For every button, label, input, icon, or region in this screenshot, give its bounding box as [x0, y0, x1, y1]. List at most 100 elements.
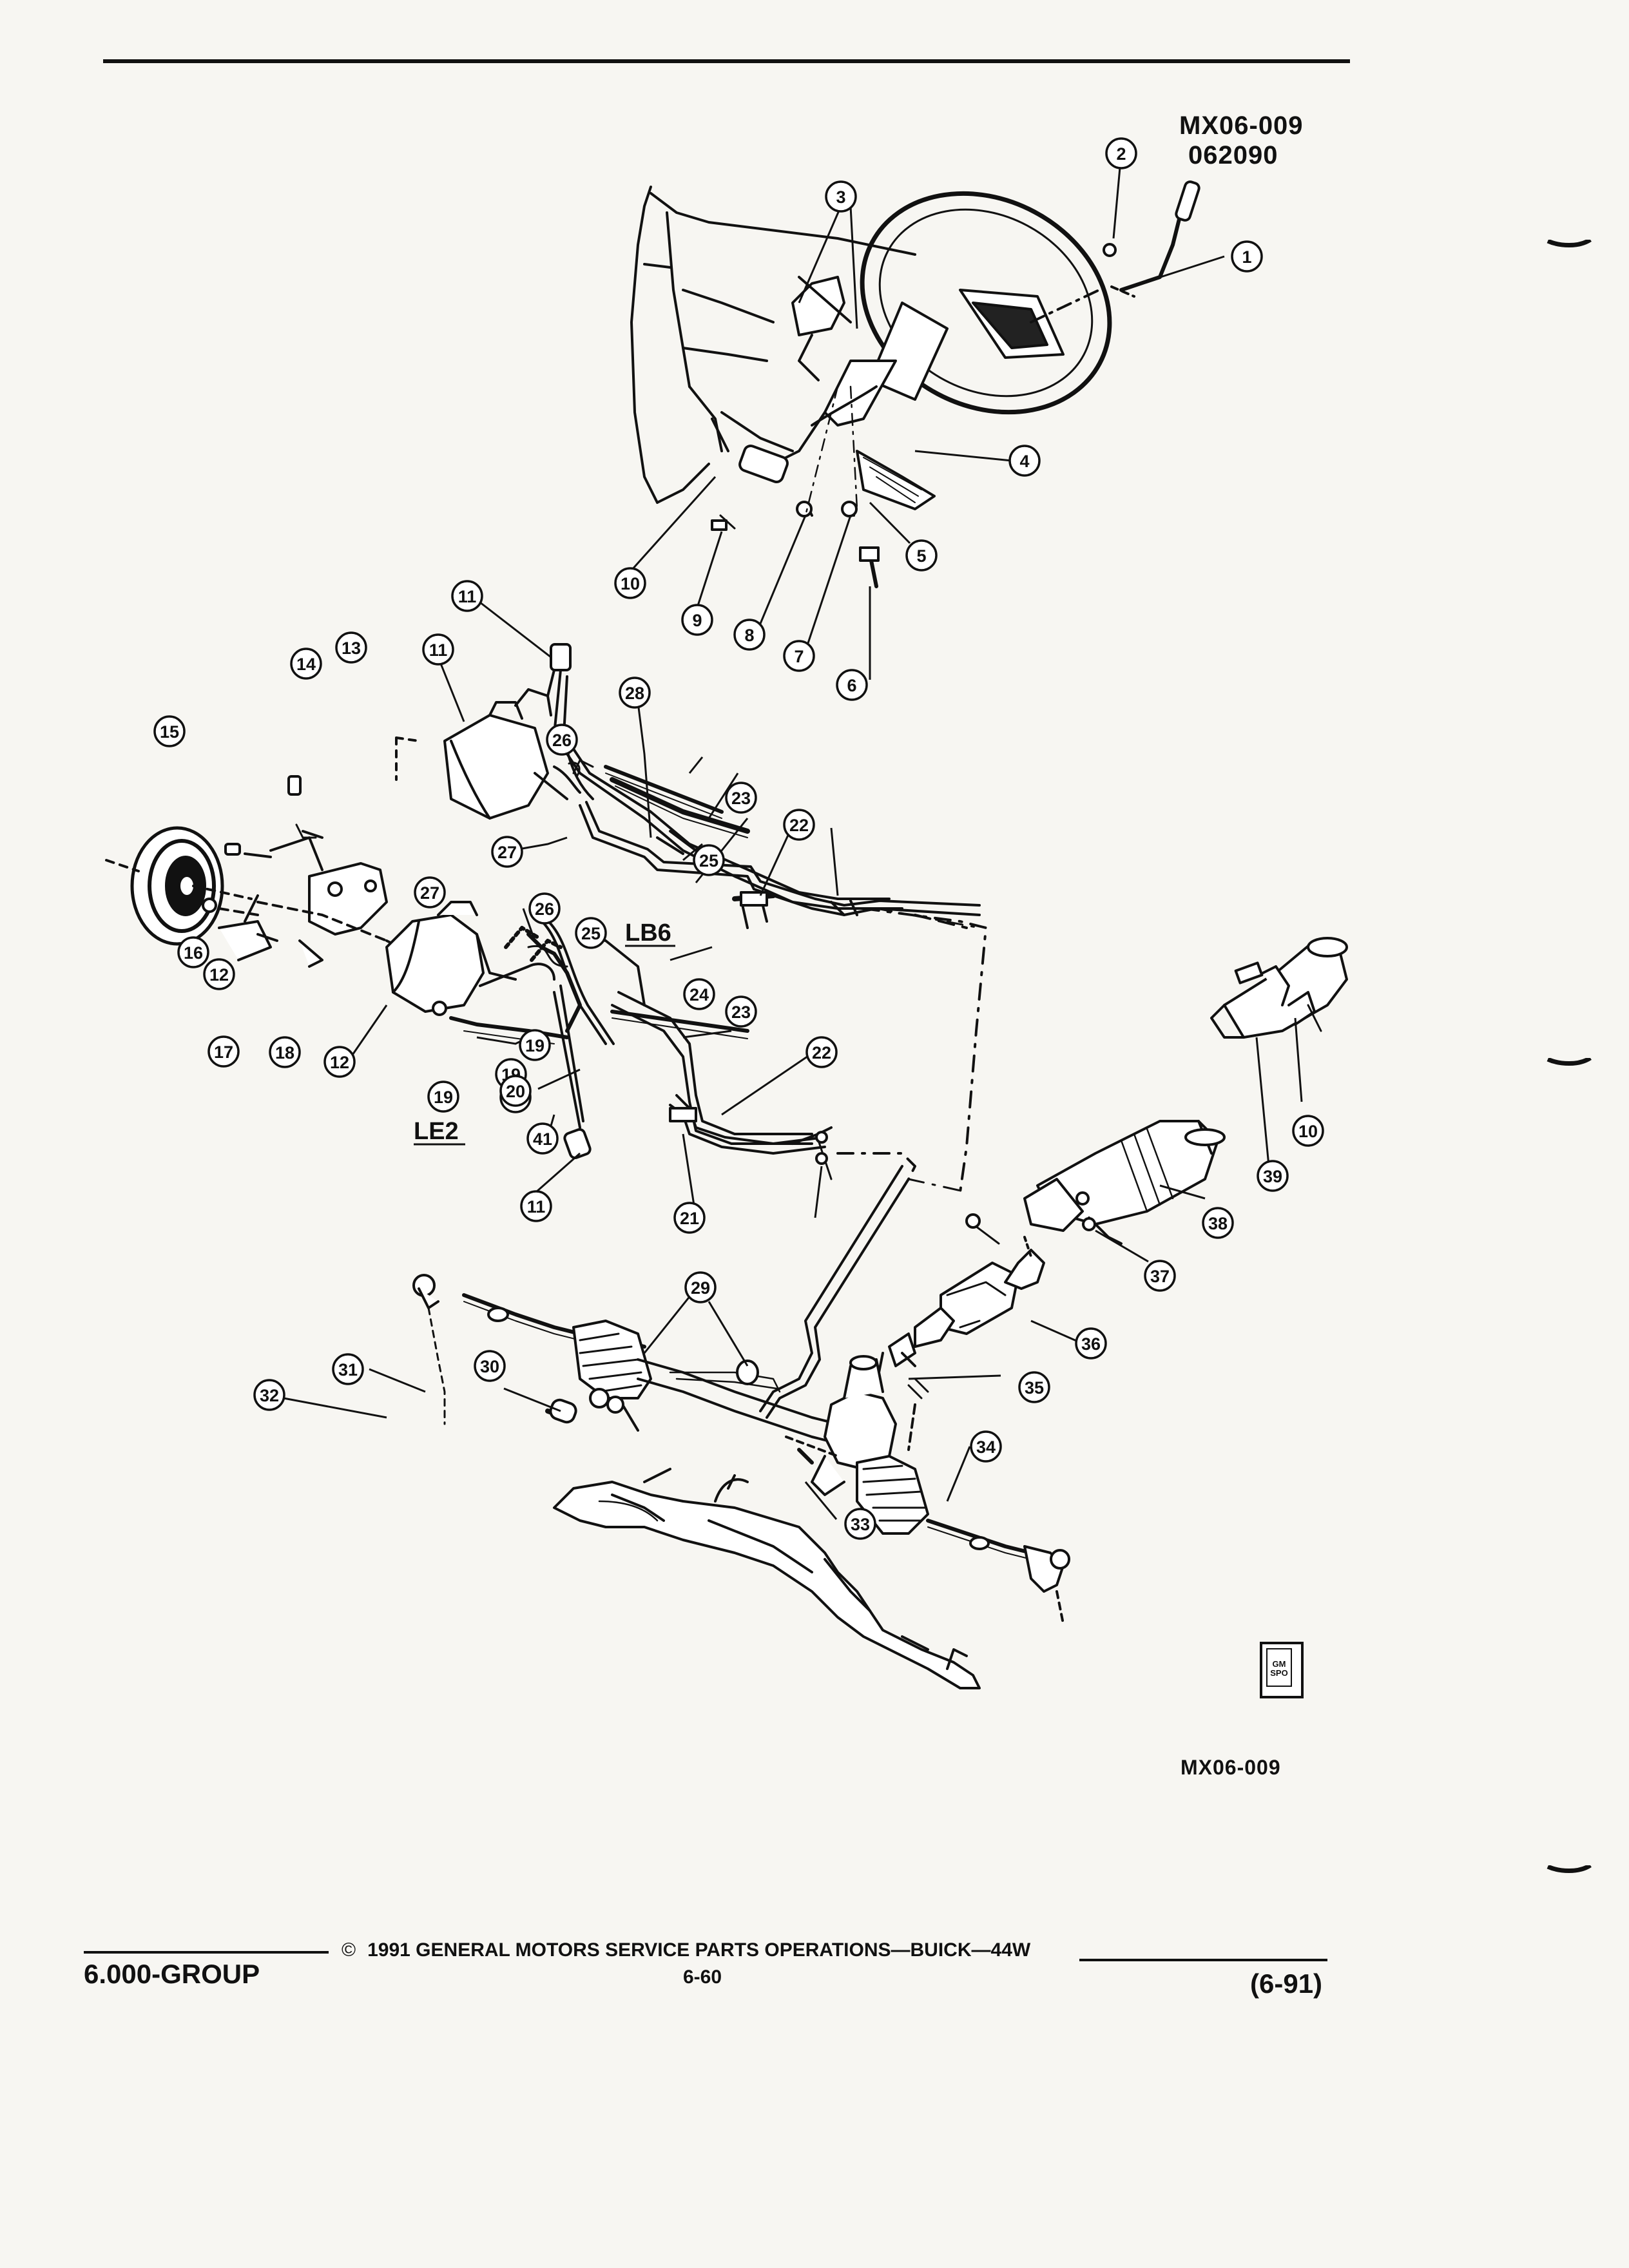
callout-34: 34: [970, 1430, 1002, 1463]
svg-text:19: 19: [434, 1088, 453, 1107]
callout-1: 1: [1231, 240, 1263, 273]
svg-text:11: 11: [429, 640, 448, 660]
svg-text:9: 9: [692, 611, 702, 630]
callout-2: 2: [1105, 137, 1137, 169]
svg-text:7: 7: [794, 647, 804, 666]
callout-12: 12: [323, 1046, 356, 1078]
svg-text:10: 10: [1298, 1122, 1318, 1141]
svg-text:31: 31: [338, 1360, 358, 1379]
callout-12: 12: [203, 958, 235, 990]
svg-text:22: 22: [812, 1043, 831, 1062]
margin-mark: [1547, 240, 1592, 247]
callout-3: 3: [825, 180, 857, 213]
svg-text:21: 21: [680, 1209, 699, 1228]
engine-label-le2: LE2: [414, 1118, 459, 1145]
callout-11: 11: [520, 1190, 552, 1222]
svg-text:26: 26: [535, 899, 554, 919]
svg-text:23: 23: [731, 789, 751, 808]
callout-39: 39: [1257, 1160, 1289, 1192]
hose-clamps: [504, 765, 749, 1039]
callout-13: 13: [335, 631, 367, 664]
svg-text:16: 16: [184, 943, 203, 963]
callout-leaders: [283, 153, 1303, 1520]
svg-text:17: 17: [214, 1043, 233, 1062]
svg-text:33: 33: [851, 1515, 870, 1534]
callout-26: 26: [528, 892, 561, 925]
svg-text:6: 6: [847, 676, 856, 695]
svg-text:26: 26: [552, 731, 572, 750]
svg-text:10: 10: [621, 574, 640, 593]
callout-27: 27: [491, 836, 523, 868]
callout-23: 23: [725, 782, 757, 814]
svg-text:20: 20: [506, 1082, 525, 1101]
callout-18: 18: [269, 1036, 301, 1068]
header-rule: [103, 59, 1350, 63]
pump-brackets: [202, 775, 401, 968]
power-steering-pump-lb6: [395, 643, 903, 910]
return-hose-lb6: [553, 749, 750, 838]
callout-29: 29: [684, 1271, 717, 1303]
pump-pulley: [105, 826, 253, 946]
rack-and-pinion-gear: [412, 1274, 1070, 1625]
svg-text:11: 11: [458, 587, 477, 606]
svg-text:14: 14: [296, 655, 316, 674]
svg-text:13: 13: [342, 639, 361, 658]
pressure-hose-lb6: [579, 801, 987, 1193]
callout-28: 28: [619, 677, 651, 709]
svg-text:15: 15: [160, 722, 179, 742]
callout-22: 22: [805, 1036, 838, 1068]
engine-label-lb6: LB6: [625, 919, 671, 947]
callout-30: 30: [474, 1350, 506, 1382]
callout-9: 9: [681, 604, 713, 636]
svg-text:27: 27: [497, 843, 517, 862]
svg-text:12: 12: [209, 965, 229, 985]
footer-revision: (6-91): [1250, 1968, 1323, 1999]
svg-text:4: 4: [1019, 452, 1029, 471]
svg-text:18: 18: [275, 1043, 294, 1062]
callout-41: 41: [526, 1122, 559, 1155]
front-crossmember: [553, 1468, 981, 1689]
callout-7: 7: [783, 640, 815, 672]
callout-31: 31: [332, 1353, 364, 1385]
steering-column: [711, 276, 949, 510]
svg-text:36: 36: [1081, 1334, 1101, 1354]
engine-labels: LB6 LE2: [414, 919, 675, 1146]
gm-spo-badge: GM SPO: [1260, 1642, 1304, 1698]
svg-text:32: 32: [260, 1386, 279, 1405]
svg-text:12: 12: [330, 1053, 349, 1072]
callout-38: 38: [1202, 1207, 1234, 1239]
svg-text:25: 25: [699, 851, 718, 870]
svg-text:28: 28: [625, 684, 644, 703]
svg-text:19: 19: [525, 1036, 545, 1055]
callout-32: 32: [253, 1379, 285, 1411]
figure-reference-code: MX06-009: [1179, 111, 1304, 140]
svg-text:11: 11: [527, 1197, 546, 1216]
callout-27: 27: [414, 876, 446, 908]
callout-4: 4: [1008, 445, 1041, 477]
svg-text:3: 3: [836, 187, 845, 207]
svg-text:30: 30: [480, 1357, 499, 1376]
svg-text:1: 1: [1242, 247, 1251, 267]
callout-25: 25: [693, 844, 725, 876]
callout-6: 6: [836, 669, 868, 701]
callout-10: 10: [614, 567, 646, 599]
lower-shaft: [875, 1213, 1045, 1451]
copyright-symbol: ©: [342, 1939, 356, 1961]
callout-10: 10: [1292, 1115, 1324, 1147]
footer-rule-right: [1079, 1959, 1327, 1961]
instrument-panel-outline: [630, 186, 916, 504]
callout-37: 37: [1144, 1260, 1176, 1292]
intermediate-shaft: [1023, 1120, 1226, 1245]
callout-35: 35: [1018, 1371, 1050, 1403]
footer-rule-left: [84, 1951, 329, 1954]
svg-text:37: 37: [1150, 1267, 1170, 1286]
svg-text:35: 35: [1025, 1378, 1044, 1398]
callout-5: 5: [905, 539, 938, 572]
guide-lines: [875, 907, 981, 1193]
figure-reference-header: MX06-009 062090: [1179, 111, 1340, 170]
callout-16: 16: [177, 936, 209, 968]
svg-text:24: 24: [689, 985, 709, 1004]
